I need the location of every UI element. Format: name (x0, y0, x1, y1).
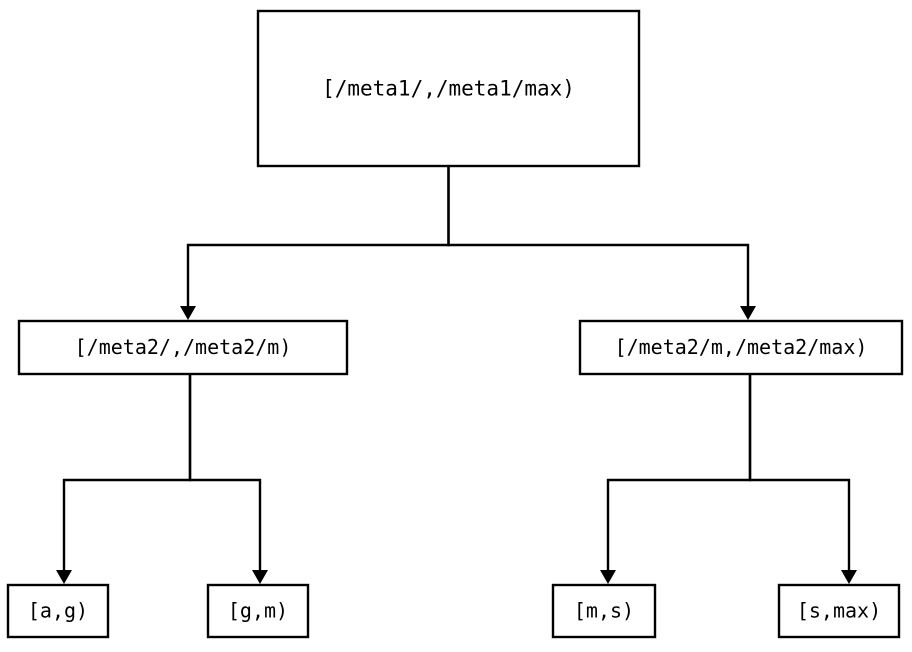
nodes-layer: [/meta1/,/meta1/max) [/meta2/,/meta2/m) [/… (6, 9, 904, 639)
edge-root-to-mid-right (447, 166, 750, 306)
edge-mid-left-to-leaf-a-g (62, 374, 192, 570)
edge-mid-left-to-leaf-a-g-arrowhead-icon (56, 570, 72, 584)
node-root[interactable]: [/meta1/,/meta1/max) (256, 9, 641, 168)
edge-mid-right-to-leaf-m-s (606, 374, 752, 570)
node-mid_right-box (578, 319, 904, 376)
node-mid_right[interactable]: [/meta2/m,/meta2/max) (578, 319, 904, 376)
node-leaf_g_m[interactable]: [g,m) (206, 583, 310, 639)
node-leaf_a_g-label: [a,g) (28, 599, 88, 623)
node-mid_left-box (17, 319, 349, 376)
node-root-label: [/meta1/,/meta1/max) (322, 77, 575, 101)
edge-mid-left-to-leaf-g-m-arrowhead-icon (252, 570, 268, 584)
node-leaf_m_s[interactable]: [m,s) (551, 583, 657, 639)
edge-mid-right-to-leaf-s-max (748, 374, 851, 570)
node-leaf_a_g-box (6, 583, 110, 639)
node-leaf_m_s-box (551, 583, 657, 639)
node-mid_left-label: [/meta2/,/meta2/m) (75, 335, 292, 359)
arrowheads-layer (56, 306, 857, 584)
edge-mid-left-to-leaf-g-m (188, 374, 262, 570)
edge-mid-right-to-leaf-s-max-arrowhead-icon (841, 570, 857, 584)
node-leaf_s_max-box (777, 583, 901, 639)
edge-root-to-mid-right-arrowhead-icon (740, 306, 756, 320)
edges-layer (62, 166, 851, 570)
edge-root-to-mid-left-arrowhead-icon (180, 306, 196, 320)
node-leaf_s_max[interactable]: [s,max) (777, 583, 901, 639)
node-leaf_m_s-label: [m,s) (574, 599, 634, 623)
edge-root-to-mid-left (186, 166, 450, 306)
node-leaf_g_m-label: [g,m) (228, 599, 288, 623)
node-root-box (256, 9, 641, 168)
node-mid_left[interactable]: [/meta2/,/meta2/m) (17, 319, 349, 376)
node-leaf_a_g[interactable]: [a,g) (6, 583, 110, 639)
node-mid_right-label: [/meta2/m,/meta2/max) (615, 335, 868, 359)
edge-mid-right-to-leaf-m-s-arrowhead-icon (600, 570, 616, 584)
node-leaf_g_m-box (206, 583, 310, 639)
node-leaf_s_max-label: [s,max) (797, 599, 881, 623)
